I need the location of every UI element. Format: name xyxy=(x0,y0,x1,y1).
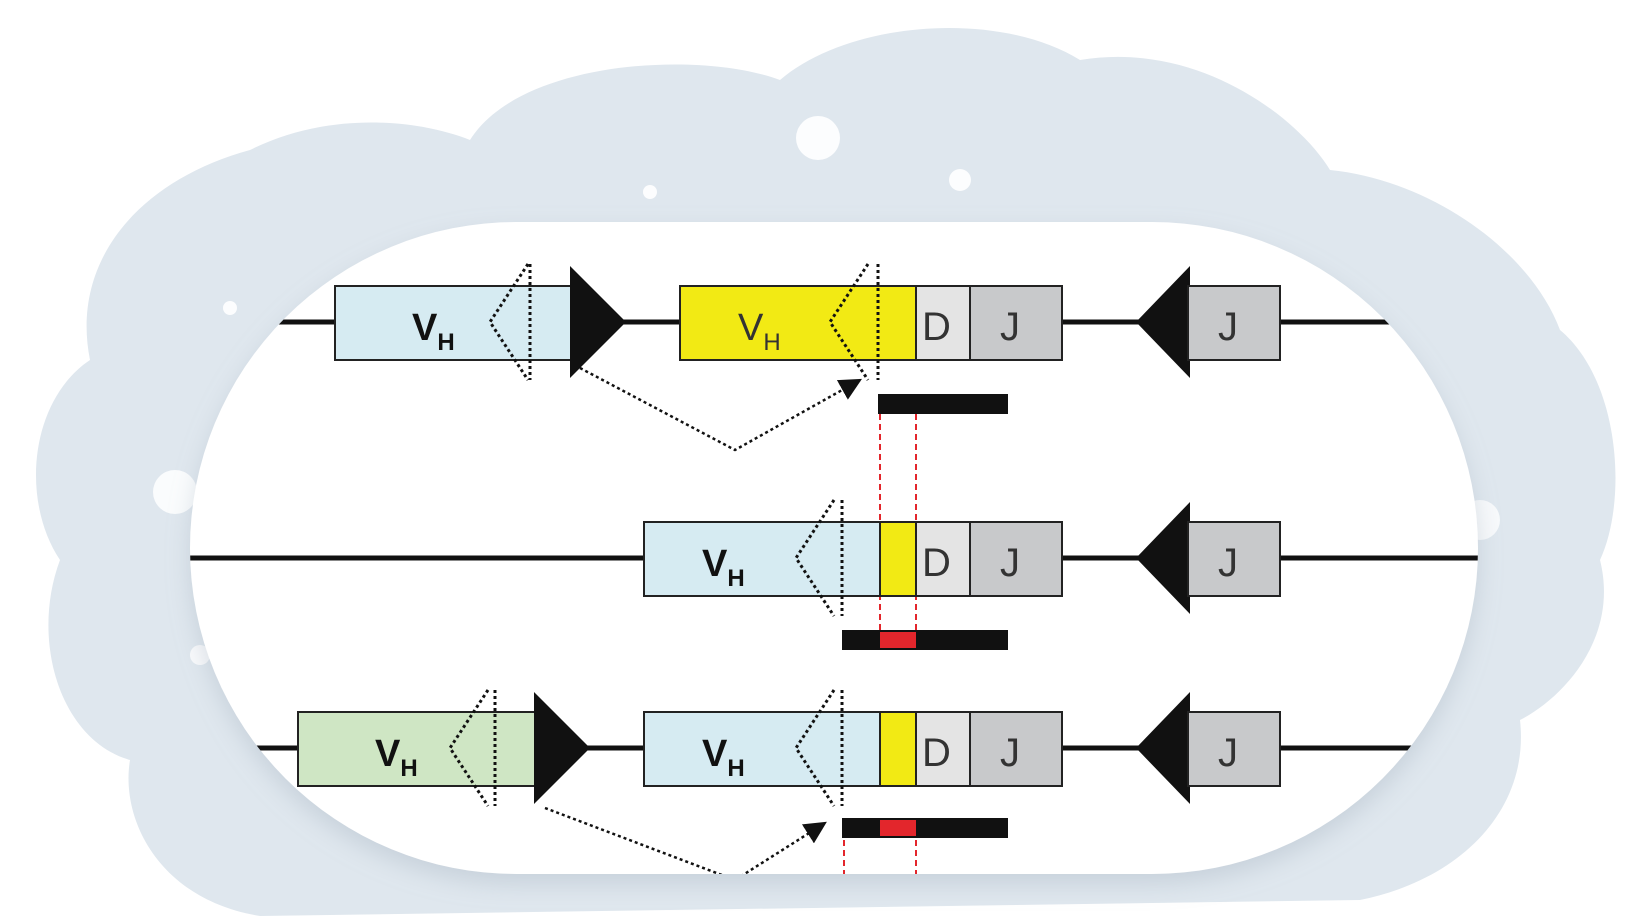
vh-segment-blue xyxy=(643,521,881,597)
recombination-arrow xyxy=(579,366,862,452)
j-label: J xyxy=(1218,731,1238,775)
vh-label: VH xyxy=(702,733,745,782)
probe-highlight xyxy=(880,632,916,648)
j-label: J xyxy=(1000,305,1020,349)
vh-label: VH xyxy=(738,307,781,356)
cloud-dot xyxy=(190,645,210,665)
rss-triangle xyxy=(570,266,626,378)
vh-remnant-yellow xyxy=(879,521,917,597)
j-segment xyxy=(1187,285,1281,361)
d-segment xyxy=(915,285,971,361)
rss-dotted-triangle xyxy=(794,499,836,617)
vh-label: VH xyxy=(375,733,418,782)
rss-dotted-triangle xyxy=(828,263,870,381)
vh-segment-blue xyxy=(643,711,881,787)
j-segment xyxy=(969,285,1063,361)
row-3: VH VH D J J xyxy=(190,689,1478,874)
probe-bar xyxy=(878,394,1008,414)
rss-triangle xyxy=(534,692,590,804)
vh-label: VH xyxy=(702,543,745,592)
j-segment xyxy=(1187,711,1281,787)
vh-label: VH xyxy=(412,307,455,356)
cloud-dot-large xyxy=(796,116,840,160)
d-label: D xyxy=(922,305,951,349)
row-2: VH D J J xyxy=(190,499,1478,650)
rss-dotted-triangle xyxy=(488,263,530,381)
j-segment xyxy=(969,711,1063,787)
j-segment xyxy=(1187,521,1281,597)
cloud-dot xyxy=(949,169,971,191)
d-label: D xyxy=(922,731,951,775)
probe-bar xyxy=(842,630,1008,650)
row-1: VH VH D J J xyxy=(190,263,1478,452)
j-segment xyxy=(969,521,1063,597)
d-segment xyxy=(915,711,971,787)
j-label: J xyxy=(1000,541,1020,585)
vh-remnant-yellow xyxy=(879,711,917,787)
rss-dotted-triangle xyxy=(794,689,836,807)
j-label: J xyxy=(1218,541,1238,585)
vh-segment-yellow xyxy=(679,285,917,361)
j-label: J xyxy=(1000,731,1020,775)
recombination-arrow xyxy=(544,806,827,874)
probe-bar xyxy=(842,818,1008,838)
vh-segment-blue xyxy=(334,285,574,361)
d-segment xyxy=(915,521,971,597)
probe-highlight xyxy=(880,820,916,836)
d-label: D xyxy=(922,541,951,585)
rss-dotted-triangle xyxy=(448,689,490,807)
cloud-dot xyxy=(153,470,197,514)
rss-triangle-reverse xyxy=(1136,692,1190,804)
cloud-dot xyxy=(223,301,237,315)
cloud-dot xyxy=(643,185,657,199)
j-label: J xyxy=(1218,305,1238,349)
rss-triangle-reverse xyxy=(1136,502,1190,614)
rss-triangle-reverse xyxy=(1136,266,1190,378)
vh-segment-green xyxy=(297,711,537,787)
diagram-content: VH VH D J J xyxy=(190,263,1478,874)
